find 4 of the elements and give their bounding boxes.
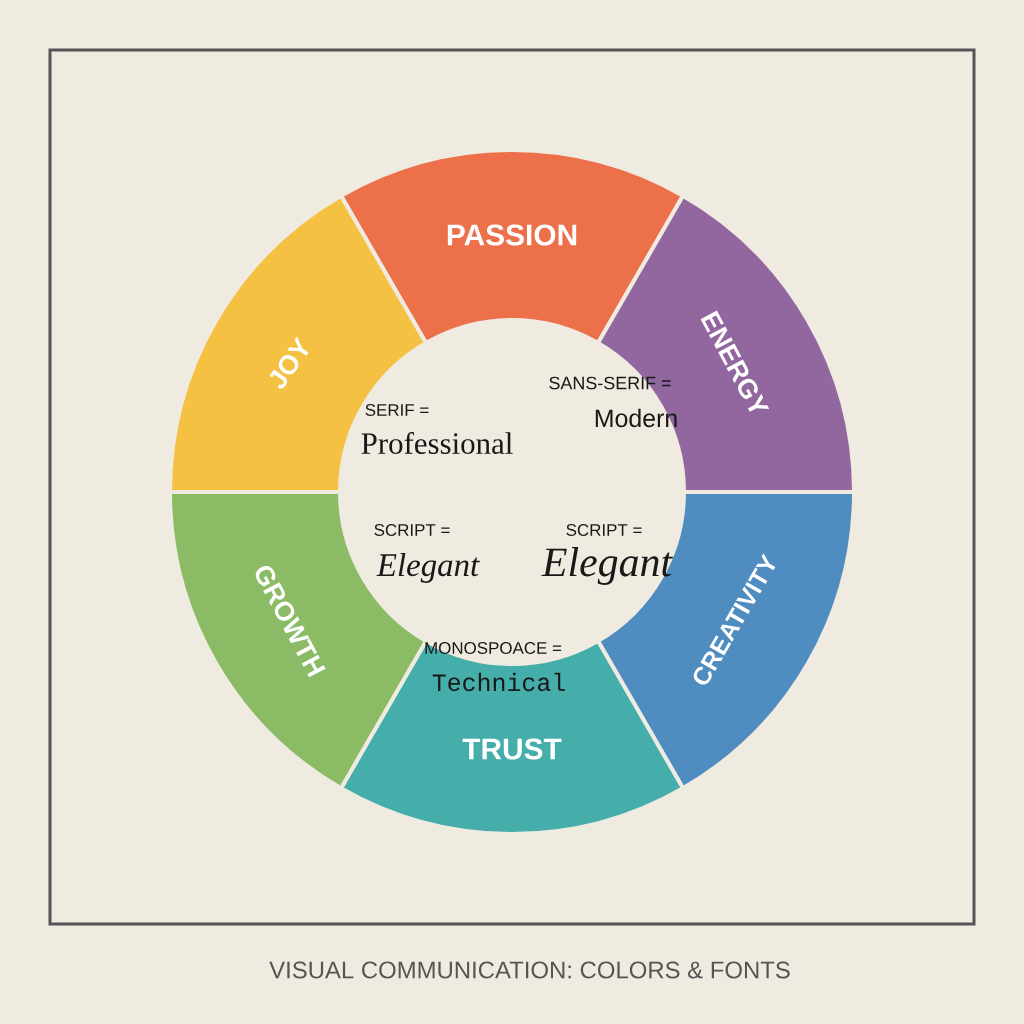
ring-segment: PASSION [339,148,685,346]
font-label: SERIF = [365,404,429,416]
caption: VISUAL COMMUNICATION: COLORS & FONTS [269,961,790,979]
font-label: Technical [432,672,565,692]
